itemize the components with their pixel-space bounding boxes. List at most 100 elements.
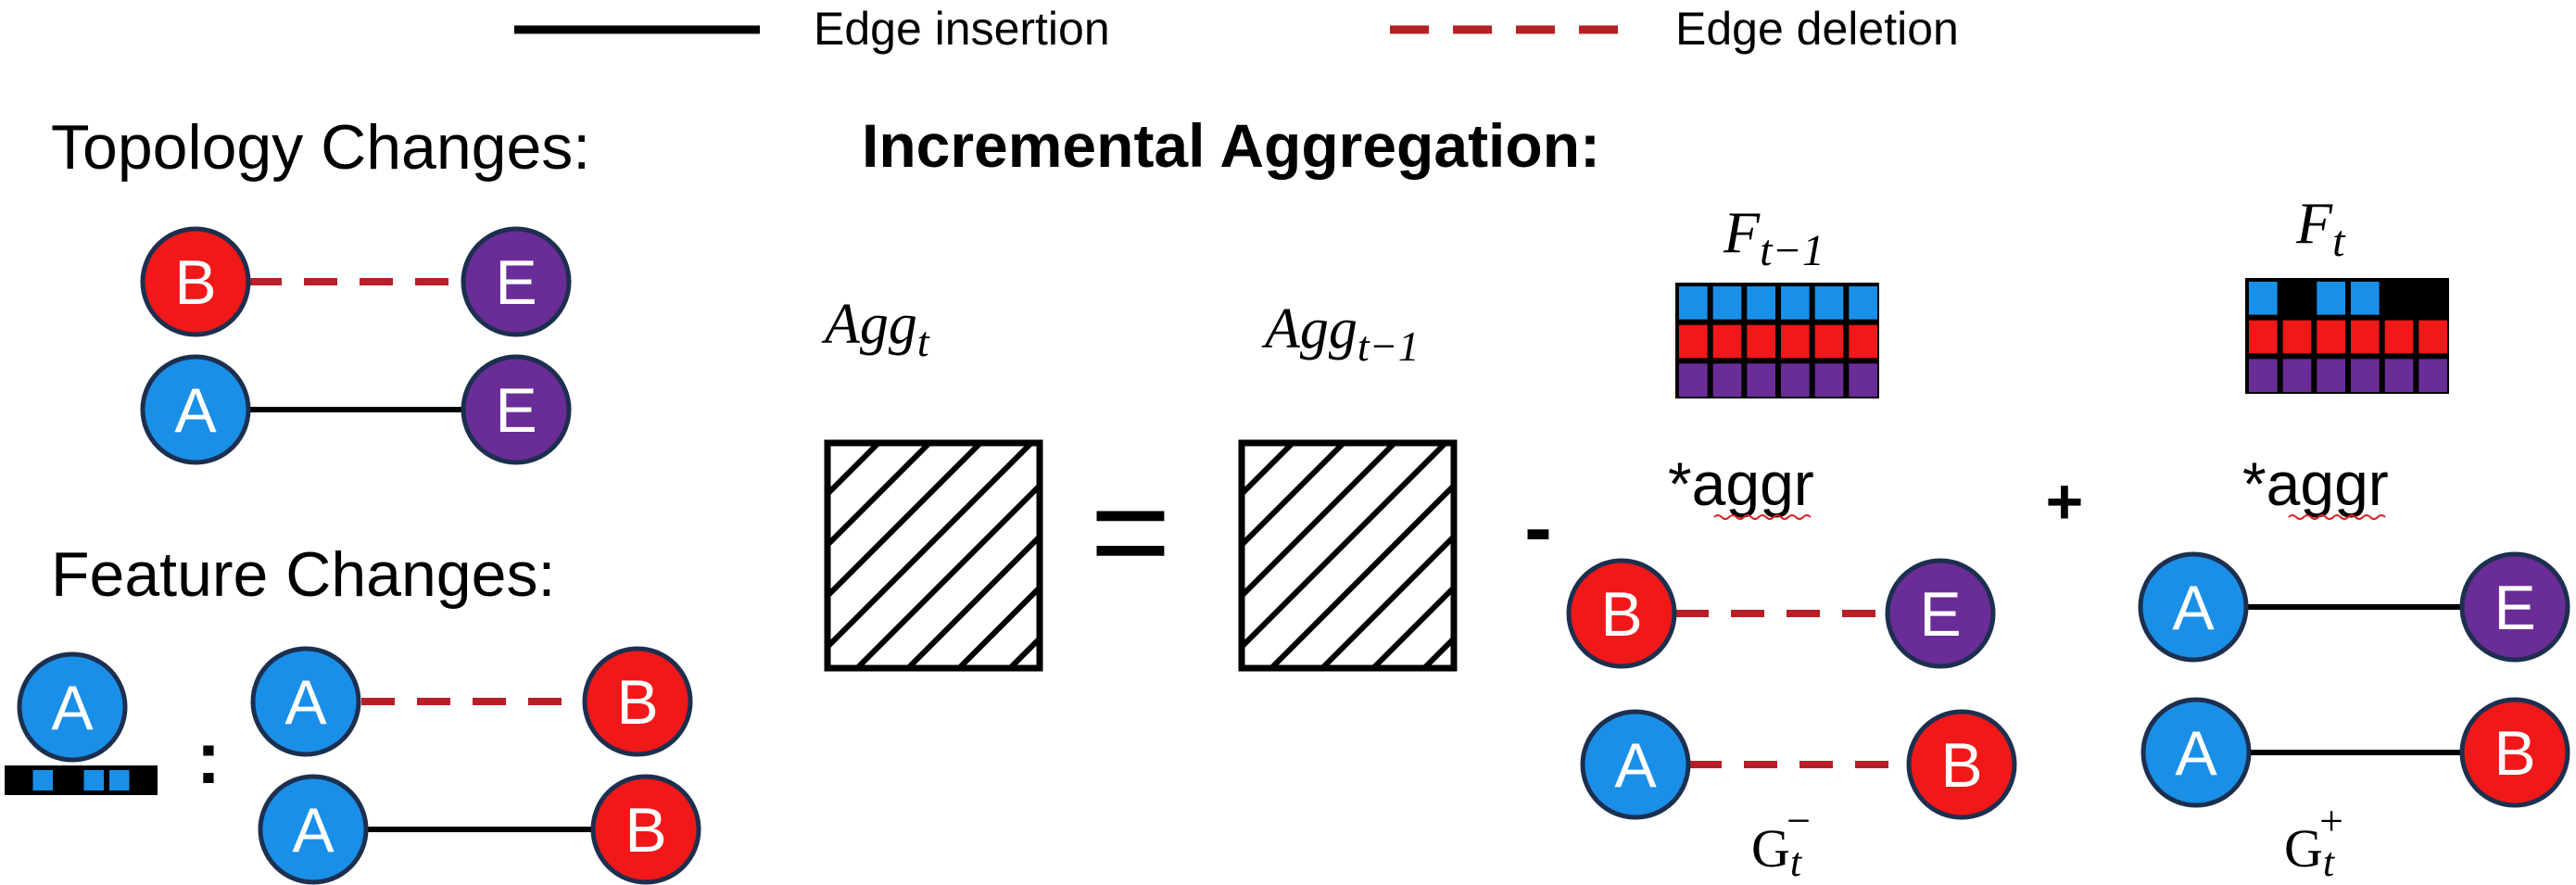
topology-changes-heading: Topology Changes: — [51, 112, 590, 183]
node-circle — [1906, 709, 2017, 820]
f-t-matrix — [2245, 278, 2449, 394]
feature-cell — [1679, 363, 1708, 397]
svg-text:Gt−: Gt− — [1751, 797, 1811, 885]
legend-deletion-label: Edge deletion — [1675, 3, 1959, 55]
matrix-border — [824, 439, 1043, 672]
feature-cell — [1712, 324, 1742, 359]
node-circle — [17, 651, 128, 763]
node-letter: A — [2175, 718, 2217, 789]
feature-cell — [1781, 363, 1810, 397]
hatch-line — [1370, 583, 1454, 668]
node-letter: A — [51, 673, 94, 743]
feature-cell — [1679, 324, 1708, 359]
node-a: A — [2138, 551, 2249, 663]
g-minus-base: G — [1751, 818, 1790, 879]
hatch-line — [1269, 481, 1454, 668]
node-a: A — [2140, 697, 2252, 808]
f-curr-subscript: t — [2332, 217, 2346, 266]
f-prev-subscript: t−1 — [1760, 226, 1825, 275]
agg-base: Agg — [821, 293, 917, 356]
spell-squiggle — [1713, 514, 1812, 520]
node-a: A — [1580, 709, 1691, 820]
equals-sign: = — [1090, 453, 1171, 609]
hatch-line — [854, 481, 1040, 668]
node-letter: A — [1614, 730, 1657, 801]
f-t-minus-1-label: Ft−1 — [1723, 199, 1825, 275]
node-circle — [461, 354, 572, 465]
feature-changes-heading: Feature Changes: — [51, 539, 555, 610]
legend: Edge insertion Edge deletion — [514, 3, 1959, 55]
hatch-line — [827, 443, 830, 448]
node-circle — [258, 774, 369, 885]
hatch-lines — [827, 443, 1040, 668]
topology-changes-panel: B E A E — [140, 226, 572, 465]
feature-row-frame — [5, 765, 158, 795]
node-letter: E — [1919, 579, 1961, 650]
feature-grid-frame — [2245, 278, 2449, 394]
feature-cell — [1747, 286, 1775, 320]
incremental-aggregation-heading: Incremental Aggregation: — [862, 111, 1600, 180]
node-a: A — [17, 651, 128, 763]
svg-text:Gt+: Gt+ — [2284, 797, 2343, 885]
node-letter: B — [2494, 718, 2535, 789]
aggr-label-minus: *aggr — [1668, 449, 1814, 518]
hatch-line — [827, 443, 932, 550]
feature-cell — [1747, 363, 1775, 397]
hatch-line — [1242, 443, 1397, 601]
node-a-feature-vector — [5, 765, 158, 795]
feature-cell — [1849, 363, 1877, 397]
agg-t-label: Aggt — [821, 293, 930, 365]
node-b: B — [1566, 558, 1677, 669]
feature-cell — [2418, 320, 2447, 354]
hatch-line — [1242, 443, 1346, 550]
spell-squiggle — [2288, 514, 2386, 520]
feature-cell — [1679, 286, 1708, 320]
hatch-line — [956, 583, 1040, 668]
feature-cell — [1814, 286, 1844, 320]
node-letter: B — [174, 247, 216, 318]
hatch-line — [827, 443, 881, 499]
feature-cell — [1814, 363, 1844, 397]
feature-cell — [2384, 359, 2414, 392]
node-letter: A — [2172, 573, 2215, 643]
node-letter: A — [284, 667, 327, 738]
node-letter: A — [174, 375, 217, 446]
node-b: B — [140, 226, 251, 337]
plus-sign: + — [2046, 465, 2084, 537]
node-circle — [2140, 697, 2252, 808]
feature-changes-panel: A : A B A B — [5, 646, 701, 885]
feature-cell — [1781, 286, 1810, 320]
feature-cell — [1712, 286, 1742, 320]
feature-cell — [2351, 320, 2380, 354]
feature-cell — [1849, 324, 1877, 359]
hatch-line — [1242, 443, 1448, 651]
f-t-label: Ft — [2295, 190, 2346, 266]
g-t-minus-label: Gt− — [1751, 797, 1811, 885]
node-e: E — [1885, 558, 1996, 669]
node-e: E — [461, 226, 572, 337]
svg-text:Aggt−1: Aggt−1 — [1261, 297, 1420, 370]
g-minus-sup: − — [1787, 797, 1811, 844]
feature-cell — [109, 770, 130, 790]
node-b: B — [1906, 709, 2017, 820]
agg-t-minus-1-matrix — [1238, 439, 1458, 672]
feature-cell — [1814, 324, 1844, 359]
node-letter: B — [616, 667, 658, 738]
node-circle — [590, 774, 701, 885]
g-plus-sup: + — [2319, 797, 2343, 844]
hatch-line — [1242, 443, 1295, 499]
node-circle — [461, 226, 572, 337]
feature-cell — [2282, 282, 2312, 315]
node-circle — [1885, 558, 1996, 669]
agg-t-minus-1-label: Aggt−1 — [1261, 297, 1420, 370]
f-t-minus-1-matrix — [1675, 283, 1879, 398]
node-circle — [250, 646, 361, 757]
node-circle — [2459, 551, 2570, 663]
aggr-label-plus: *aggr — [2242, 449, 2389, 518]
colon: : — [196, 716, 221, 799]
feature-grid-frame — [1675, 283, 1879, 398]
node-letter: E — [495, 375, 537, 446]
node-a: A — [258, 774, 369, 885]
node-b: B — [2459, 697, 2570, 808]
